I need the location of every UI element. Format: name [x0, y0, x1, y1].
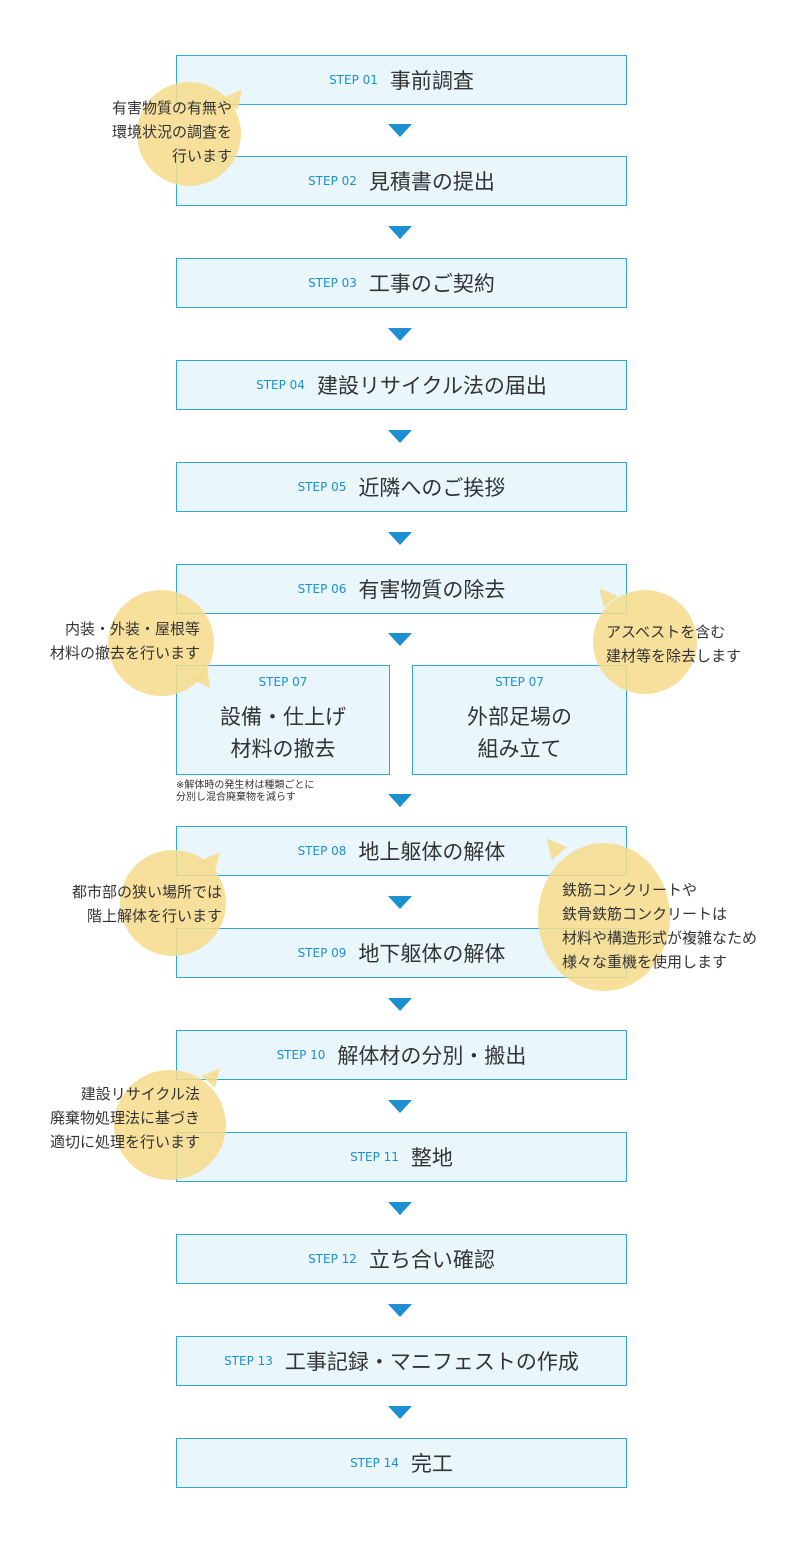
flow-arrow-icon: [388, 1100, 412, 1113]
step-06-box: STEP 06 有害物質の除去: [176, 564, 627, 614]
step-07-scaffold-box: STEP 07 外部足場の 組み立て: [412, 665, 627, 775]
step-04-title: 建設リサイクル法の届出: [316, 374, 547, 398]
step-05-label: STEP 05: [297, 480, 347, 494]
step-10-label: STEP 10: [276, 1048, 326, 1062]
step-09-label: STEP 09: [297, 946, 347, 960]
flow-arrow-icon: [388, 328, 412, 341]
flow-arrow-icon: [388, 430, 412, 443]
step-13-box: STEP 13 工事記録・マニフェストの作成: [176, 1336, 627, 1386]
waste-sorting-note-line1: ※解体時の発生材は種類ごとに: [176, 780, 315, 791]
step-04-box: STEP 04 建設リサイクル法の届出: [176, 360, 627, 410]
step-11-label: STEP 11: [350, 1150, 399, 1164]
recycling-note: 建設リサイクル法 廃棄物処理法に基づき 適切に処理を行います: [14, 1082, 200, 1154]
step-04-label: STEP 04: [256, 378, 305, 392]
step-07-scaffold-line1: 外部足場の: [467, 705, 572, 729]
interior-bubble: [108, 590, 214, 696]
urban-note-line1: 都市部の狭い場所では: [71, 883, 222, 901]
flow-arrow-icon: [388, 998, 412, 1011]
recycling-note-line2: 廃棄物処理法に基づき: [49, 1109, 200, 1127]
step-03-title: 工事のご契約: [368, 272, 495, 296]
step-08-title: 地上躯体の解体: [358, 840, 506, 864]
concrete-bubble: [538, 843, 670, 991]
step-10-title: 解体材の分別・搬出: [337, 1044, 527, 1068]
step-12-title: 立ち合い確認: [368, 1248, 495, 1272]
step-01-box: STEP 01 事前調査: [176, 55, 627, 105]
step-03-label: STEP 03: [308, 276, 357, 290]
urban-bubble: [120, 850, 226, 956]
urban-note-line2: 階上解体を行います: [86, 907, 222, 925]
survey-note-line2: 環境状況の調査を: [111, 123, 232, 141]
step-07-scaffold-line2: 組み立て: [477, 737, 562, 761]
step-12-box: STEP 12 立ち合い確認: [176, 1234, 627, 1284]
step-12-label: STEP 12: [308, 1252, 357, 1266]
step-02-label: STEP 02: [308, 174, 357, 188]
flow-arrow-icon: [388, 896, 412, 909]
flow-arrow-icon: [388, 1202, 412, 1215]
survey-note-line1: 有害物質の有無や: [111, 99, 232, 117]
step-01-title: 事前調査: [389, 69, 474, 93]
concrete-note: 鉄筋コンクリートや 鉄骨鉄筋コンクリートは 材料や構造形式が複雑なため 様々な重…: [562, 878, 757, 974]
step-10-box: STEP 10 解体材の分別・搬出: [176, 1030, 627, 1080]
interior-note-line2: 材料の撤去を行います: [49, 644, 200, 662]
asbestos-note: アスベストを含む 建材等を除去します: [606, 620, 741, 668]
flow-arrow-icon: [388, 532, 412, 545]
asbestos-note-line2: 建材等を除去します: [606, 647, 742, 665]
asbestos-note-line1: アスベストを含む: [606, 623, 726, 641]
survey-note: 有害物質の有無や 環境状況の調査を 行います: [72, 96, 232, 168]
step-06-title: 有害物質の除去: [358, 578, 506, 602]
step-07-interior-label: STEP 07: [258, 675, 308, 689]
flow-arrow-icon: [388, 794, 412, 807]
concrete-note-line1: 鉄筋コンクリートや: [562, 881, 698, 899]
asbestos-bubble: [593, 590, 697, 694]
step-07-scaffold-title: 外部足場の 組み立て: [467, 701, 572, 765]
flow-arrow-icon: [388, 1304, 412, 1317]
step-07-interior-line2: 材料の撤去: [230, 737, 336, 761]
step-05-title: 近隣へのご挨拶: [358, 476, 506, 500]
concrete-note-line4: 様々な重機を使用します: [562, 953, 728, 971]
flow-arrow-icon: [388, 226, 412, 239]
step-07-interior-line1: 設備・仕上げ: [220, 705, 346, 729]
waste-sorting-note: ※解体時の発生材は種類ごとに 分別し混合廃棄物を減らす: [176, 780, 314, 804]
step-01-label: STEP 01: [329, 73, 378, 87]
survey-bubble: [137, 82, 241, 186]
flow-arrow-icon: [388, 633, 412, 646]
step-08-box: STEP 08 地上躯体の解体: [176, 826, 627, 876]
recycling-bubble: [114, 1070, 226, 1180]
step-11-box: STEP 11 整地: [176, 1132, 627, 1182]
step-13-label: STEP 13: [224, 1354, 273, 1368]
waste-sorting-note-line2: 分別し混合廃棄物を減らす: [176, 792, 296, 803]
interior-note-line1: 内装・外装・屋根等: [64, 620, 200, 638]
flow-arrow-icon: [388, 1406, 412, 1419]
survey-note-line3: 行います: [171, 147, 232, 165]
step-02-title: 見積書の提出: [368, 170, 495, 194]
step-13-title: 工事記録・マニフェストの作成: [284, 1350, 579, 1374]
step-14-label: STEP 14: [350, 1456, 399, 1470]
step-06-label: STEP 06: [297, 582, 347, 596]
step-14-box: STEP 14 完工: [176, 1438, 627, 1488]
step-08-label: STEP 08: [297, 844, 347, 858]
step-05-box: STEP 05 近隣へのご挨拶: [176, 462, 627, 512]
concrete-note-line3: 材料や構造形式が複雑なため: [562, 929, 758, 947]
recycling-note-line3: 適切に処理を行います: [49, 1133, 200, 1151]
step-14-title: 完工: [410, 1452, 453, 1476]
step-11-title: 整地: [410, 1146, 453, 1170]
step-07-scaffold-label: STEP 07: [495, 675, 544, 689]
interior-note: 内装・外装・屋根等 材料の撤去を行います: [20, 617, 200, 665]
step-09-title: 地下躯体の解体: [358, 942, 506, 966]
flow-arrow-icon: [388, 124, 412, 137]
recycling-note-line1: 建設リサイクル法: [80, 1085, 200, 1103]
concrete-note-line2: 鉄骨鉄筋コンクリートは: [562, 905, 728, 923]
step-07-interior-box: STEP 07 設備・仕上げ 材料の撤去: [176, 665, 390, 775]
step-03-box: STEP 03 工事のご契約: [176, 258, 627, 308]
step-02-box: STEP 02 見積書の提出: [176, 156, 627, 206]
urban-note: 都市部の狭い場所では 階上解体を行います: [26, 880, 222, 928]
step-07-interior-title: 設備・仕上げ 材料の撤去: [220, 701, 346, 765]
